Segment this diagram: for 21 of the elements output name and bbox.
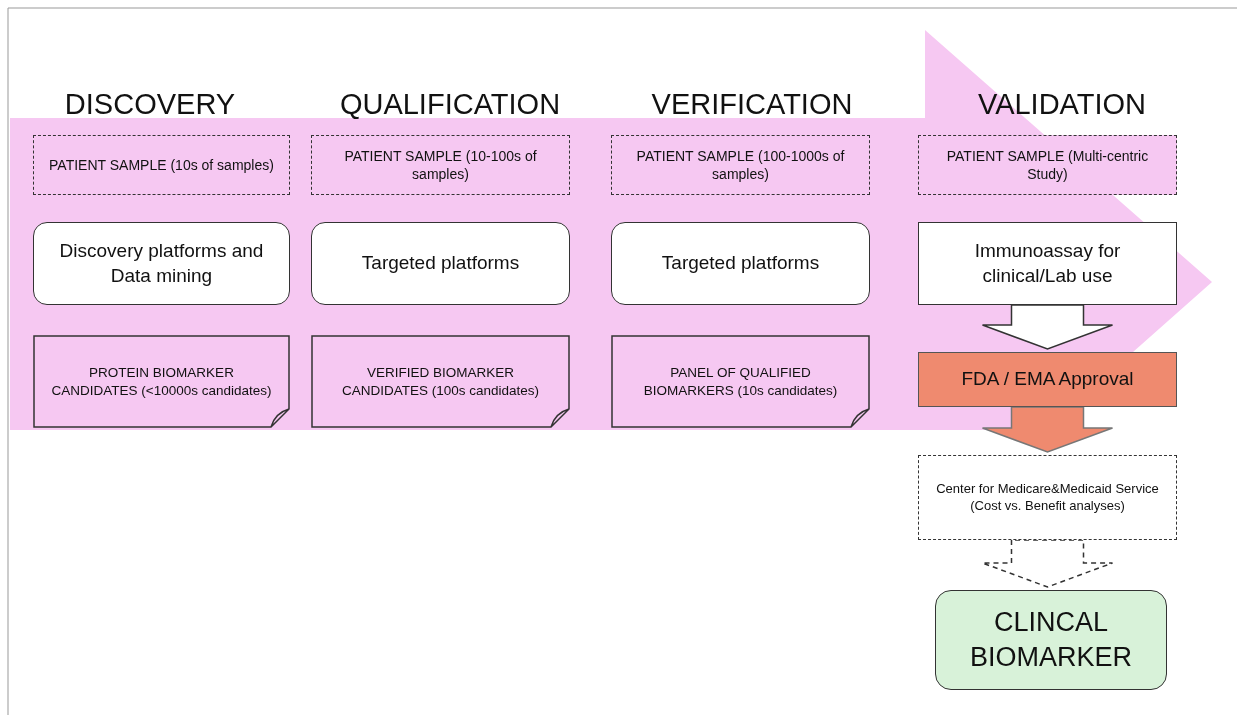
study-box: Center for Medicare&Medicaid Service (Cost vs. Benefit analyses) [918, 455, 1177, 540]
document-box: PROTEIN BIOMARKER CANDIDATES (<10000s candidates) [33, 335, 290, 428]
approval-box: FDA / EMA Approval [918, 352, 1177, 407]
column-heading: QUALIFICATION [339, 88, 561, 121]
column-heading: VERIFICATION [651, 88, 853, 121]
column-heading: VALIDATION [977, 88, 1147, 121]
block-arrow [981, 304, 1114, 350]
sample-box: PATIENT SAMPLE (10s of samples) [33, 135, 290, 195]
process-box: Discovery platforms and Data mining [33, 222, 290, 305]
column-heading: DISCOVERY [64, 88, 236, 121]
result-box: CLINCAL BIOMARKER [935, 590, 1167, 690]
block-arrow [981, 539, 1114, 588]
process-box: Immunoassay for clinical/Lab use [918, 222, 1177, 305]
sample-box: PATIENT SAMPLE (100-1000s of samples) [611, 135, 870, 195]
process-box: Targeted platforms [611, 222, 870, 305]
document-box: VERIFIED BIOMARKER CANDIDATES (100s candidates) [311, 335, 570, 428]
block-arrow [981, 406, 1114, 453]
process-box: Targeted platforms [311, 222, 570, 305]
document-box: PANEL OF QUALIFIED BIOMARKERS (10s candidates) [611, 335, 870, 428]
sample-box: PATIENT SAMPLE (Multi-centric Study) [918, 135, 1177, 195]
sample-box: PATIENT SAMPLE (10-100s of samples) [311, 135, 570, 195]
